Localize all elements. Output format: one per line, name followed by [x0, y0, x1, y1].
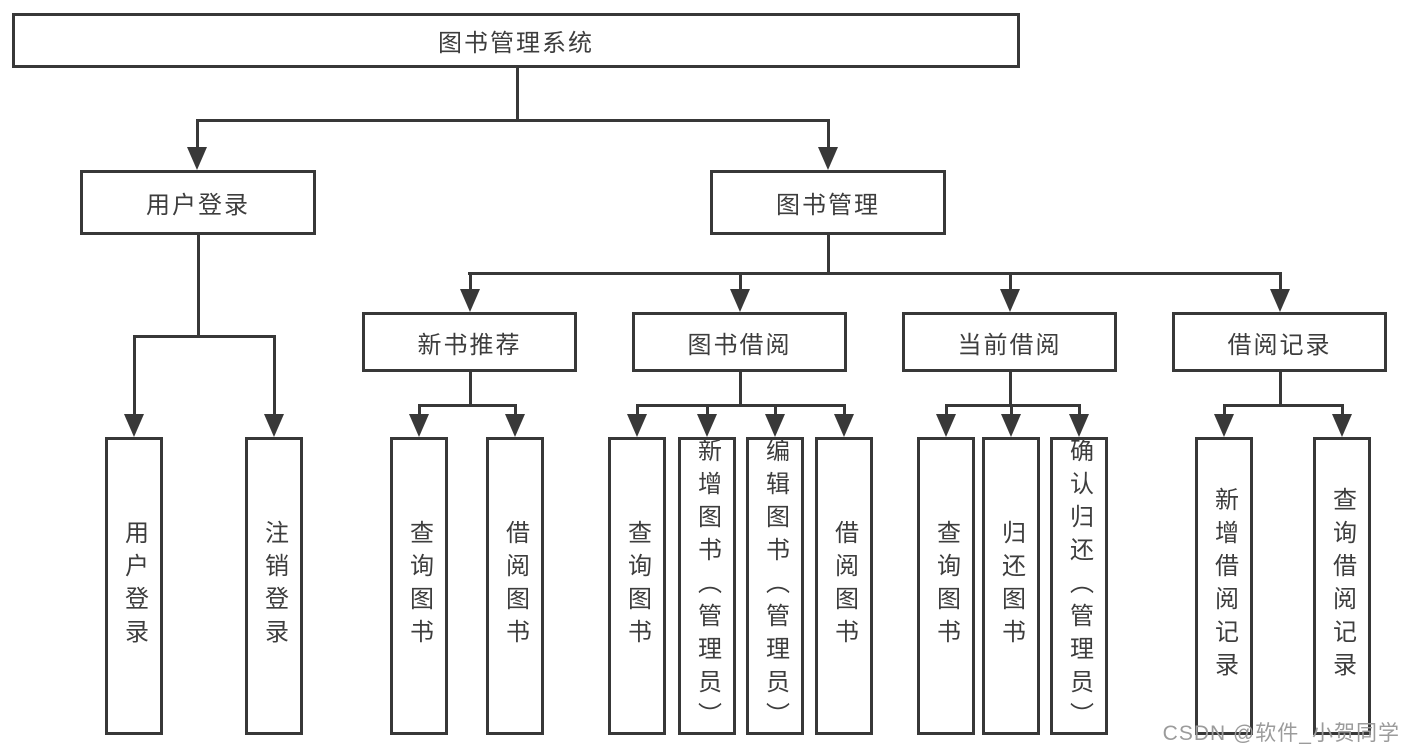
leaf-borrow-books-recommend: 借阅图书: [486, 437, 544, 735]
node-book-management: 图书管理: [710, 170, 946, 235]
arrowhead-down-icon: [627, 414, 647, 437]
arrowhead-down-icon: [1069, 414, 1089, 437]
connector-line: [739, 372, 742, 406]
leaf-add-borrow-record: 新增借阅记录: [1195, 437, 1253, 735]
connector-line: [1279, 272, 1282, 294]
connector-line: [827, 234, 830, 274]
connector-line: [514, 404, 517, 419]
connector-line: [196, 119, 830, 122]
connector-line: [133, 335, 276, 338]
leaf-edit-books-admin: 编辑图书（管理员）: [746, 437, 804, 735]
node-new-book-recommendation: 新书推荐: [362, 312, 577, 372]
connector-line: [468, 272, 1282, 275]
arrowhead-down-icon: [1000, 289, 1020, 312]
connector-line: [196, 119, 199, 152]
node-label: 查询图书: [932, 520, 960, 652]
arrowhead-down-icon: [730, 289, 750, 312]
arrowhead-down-icon: [124, 414, 144, 437]
node-label: 图书借阅: [687, 331, 792, 359]
connector-line: [827, 119, 830, 152]
connector-line: [945, 404, 948, 419]
node-book-borrowing: 图书借阅: [632, 312, 847, 372]
connector-line: [636, 404, 639, 419]
arrowhead-down-icon: [460, 289, 480, 312]
connector-line: [1010, 404, 1013, 419]
leaf-borrow-books: 借阅图书: [815, 437, 873, 735]
node-label: 查询借阅记录: [1328, 487, 1356, 685]
leaf-query-borrow-record: 查询借阅记录: [1313, 437, 1371, 735]
arrowhead-down-icon: [1332, 414, 1352, 437]
connector-line: [273, 335, 276, 419]
connector-line: [1279, 372, 1282, 406]
connector-line: [1223, 404, 1226, 419]
connector-line: [418, 404, 421, 419]
node-label: 查询图书: [623, 520, 651, 652]
node-borrowing-records: 借阅记录: [1172, 312, 1387, 372]
node-label: 图书管理系统: [438, 30, 594, 57]
node-label: 借阅记录: [1227, 331, 1332, 359]
node-label: 借阅图书: [501, 520, 529, 652]
arrowhead-down-icon: [936, 414, 956, 437]
node-label: 注销登录: [260, 520, 288, 652]
node-label: 新增图书（管理员）: [693, 437, 721, 735]
connector-line: [418, 404, 517, 407]
connector-line: [469, 372, 472, 406]
node-label: 用户登录: [146, 192, 250, 219]
node-label: 查询图书: [405, 520, 433, 652]
connector-line: [1009, 272, 1012, 294]
node-label: 新增借阅记录: [1210, 487, 1238, 685]
node-current-borrowing: 当前借阅: [902, 312, 1117, 372]
arrowhead-down-icon: [1270, 289, 1290, 312]
leaf-add-books-admin: 新增图书（管理员）: [678, 437, 736, 735]
node-label: 归还图书: [997, 520, 1025, 652]
connector-line: [516, 68, 519, 121]
watermark: CSDN @软件_小贺同学: [1162, 722, 1400, 745]
connector-line: [1009, 372, 1012, 406]
arrowhead-down-icon: [1001, 414, 1021, 437]
leaf-query-books-borrowing: 查询图书: [608, 437, 666, 735]
node-label: 新书推荐: [417, 331, 522, 359]
connector-line: [945, 404, 1081, 407]
connector-line: [843, 404, 846, 419]
node-label: 借阅图书: [830, 520, 858, 652]
leaf-query-books-current: 查询图书: [917, 437, 975, 735]
connector-line: [636, 404, 846, 407]
leaf-confirm-return-admin: 确认归还（管理员）: [1050, 437, 1108, 735]
node-label: 用户登录: [120, 520, 148, 652]
node-label: 编辑图书（管理员）: [761, 437, 789, 735]
node-label: 确认归还（管理员）: [1065, 437, 1093, 735]
arrowhead-down-icon: [505, 414, 525, 437]
node-user-login: 用户登录: [80, 170, 316, 235]
node-library-management-system: 图书管理系统: [12, 13, 1020, 68]
arrowhead-down-icon: [765, 414, 785, 437]
leaf-user-login: 用户登录: [105, 437, 163, 735]
node-label: 图书管理: [776, 192, 880, 219]
node-label: 当前借阅: [957, 331, 1062, 359]
arrowhead-down-icon: [1214, 414, 1234, 437]
connector-line: [1341, 404, 1344, 419]
connector-line: [774, 404, 777, 419]
connector-line: [1223, 404, 1344, 407]
leaf-return-books: 归还图书: [982, 437, 1040, 735]
arrowhead-down-icon: [264, 414, 284, 437]
leaf-query-books-recommend: 查询图书: [390, 437, 448, 735]
connector-line: [469, 272, 472, 294]
arrowhead-down-icon: [409, 414, 429, 437]
arrowhead-down-icon: [834, 414, 854, 437]
connector-line: [739, 272, 742, 294]
leaf-logout: 注销登录: [245, 437, 303, 735]
connector-line: [1078, 404, 1081, 419]
connector-line: [706, 404, 709, 419]
arrowhead-down-icon: [818, 147, 838, 170]
arrowhead-down-icon: [187, 147, 207, 170]
connector-line: [197, 234, 200, 337]
connector-line: [133, 335, 136, 419]
arrowhead-down-icon: [697, 414, 717, 437]
